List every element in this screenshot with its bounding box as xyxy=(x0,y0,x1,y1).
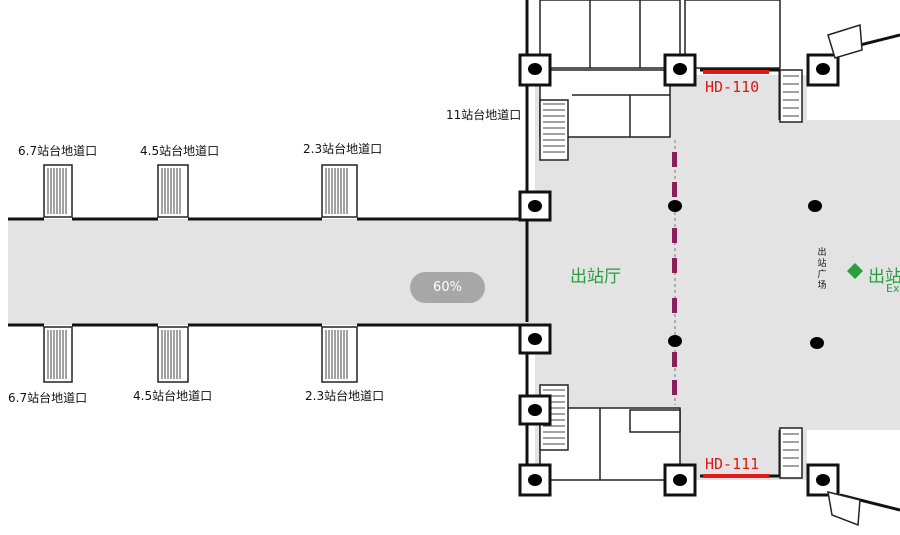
label-top-1: 11站台地道口 xyxy=(446,108,522,122)
plaza-label: 出站广场 xyxy=(817,248,827,291)
turnstile-line xyxy=(672,140,677,405)
exit-label-en: Ex xyxy=(886,282,900,295)
label-top-23: 2.3站台地道口 xyxy=(303,142,383,156)
hall-stairs-upper xyxy=(539,99,569,161)
gate-bars xyxy=(703,70,769,478)
label-bottom-67: 6.7站台地道口 xyxy=(8,391,88,405)
exit-label: 出站 xyxy=(868,267,900,287)
stair-bottom-45 xyxy=(157,326,189,383)
stair-top-23 xyxy=(321,164,358,218)
stair-bottom-67 xyxy=(43,326,73,383)
gate-code-top: HD-110 xyxy=(705,78,760,96)
stair-bottom-23 xyxy=(321,326,358,383)
stair-top-45 xyxy=(157,164,189,218)
column-bases xyxy=(518,53,840,497)
label-top-45: 4.5站台地道口 xyxy=(140,144,220,158)
corridor-walls xyxy=(8,0,529,470)
zoom-level-badge[interactable]: 60% xyxy=(410,272,485,303)
upper-rooms xyxy=(539,0,781,138)
right-escalators xyxy=(779,24,863,527)
label-bottom-23: 2.3站台地道口 xyxy=(305,389,385,403)
columns xyxy=(528,63,830,486)
label-top-67: 6.7站台地道口 xyxy=(18,144,98,158)
stair-top-67 xyxy=(43,164,73,218)
exit-diamond-icon xyxy=(847,263,863,279)
gate-code-bottom: HD-111 xyxy=(705,455,760,473)
hall-label: 出站厅 xyxy=(570,267,621,287)
label-bottom-45: 4.5站台地道口 xyxy=(133,389,213,403)
